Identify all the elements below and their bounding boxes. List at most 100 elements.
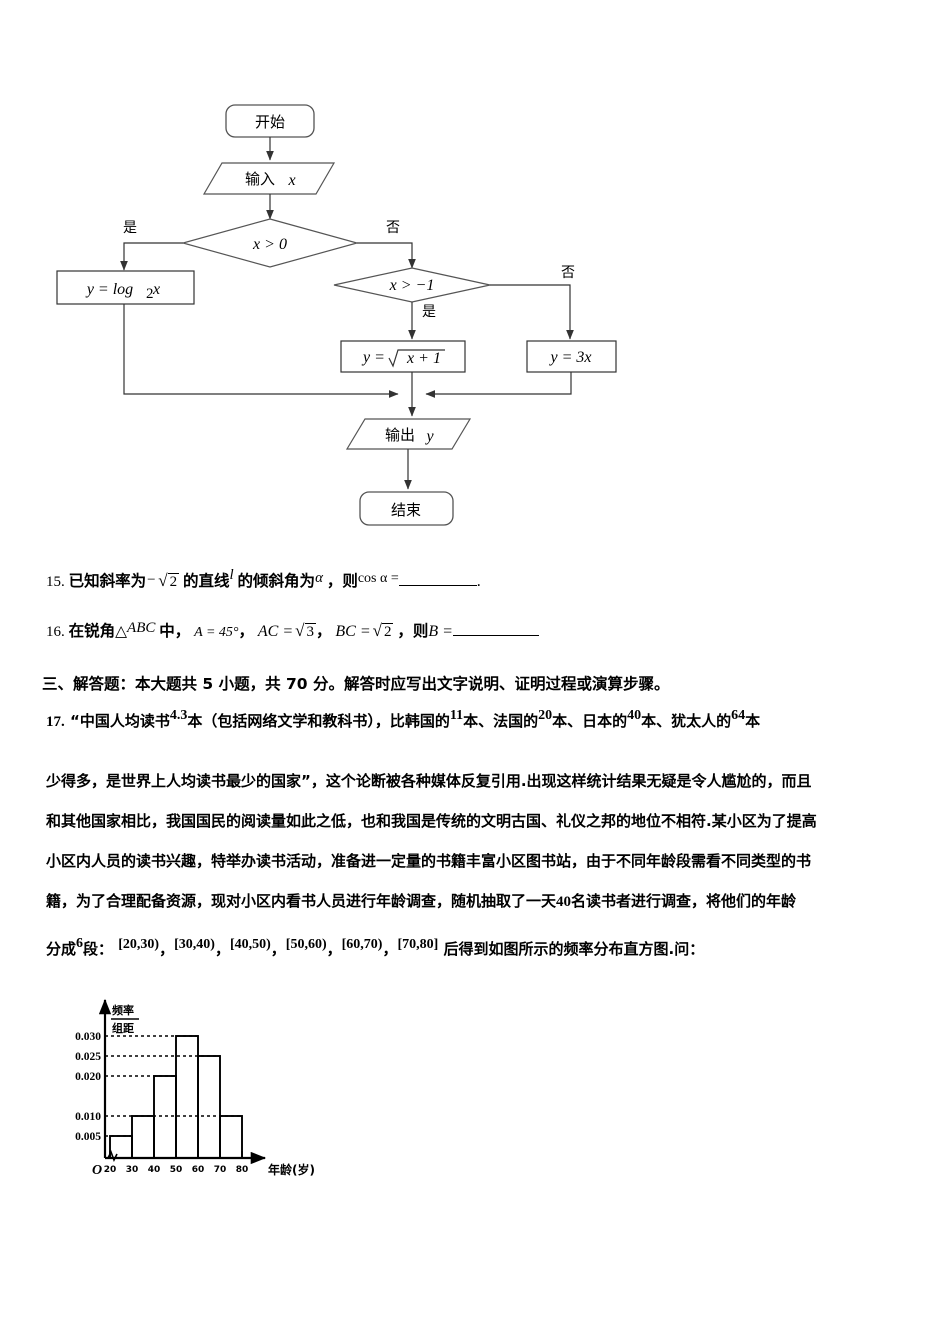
question-16-bc-radicand: 2 xyxy=(381,623,394,640)
flowchart-node-input: 输入 x xyxy=(202,162,336,195)
flowchart-node-end: 结束 xyxy=(359,491,454,526)
q17-books-japan: 40 xyxy=(627,708,642,723)
histogram-bars xyxy=(109,1035,243,1159)
histogram-xtick-3: 50 xyxy=(170,1165,183,1175)
q17-avg-books-china: 4.3 xyxy=(169,708,188,723)
flowchart-log-label: y = log xyxy=(85,281,133,298)
flowchart-node-log: y = log 2 x xyxy=(56,270,195,305)
q17-interval-4: [60,70) xyxy=(341,937,383,952)
flowchart-decision1-no-label: 否 xyxy=(386,221,400,236)
flowchart-figure: 开始 输入 x x > 0 是 否 y = log 2 x xyxy=(0,0,950,545)
q17-l1-a: “中国人均读书 xyxy=(69,712,170,730)
histogram-bar xyxy=(153,1075,177,1159)
question-15-text-4: ，则 xyxy=(326,572,358,590)
question-16-ac-radicand: 3 xyxy=(304,623,316,640)
question-15-text-2: 的直线 xyxy=(182,572,230,590)
q17-l1-b: 本（包括网络文学和教科书），比韩国的 xyxy=(187,712,450,730)
question-15-number: 15. xyxy=(46,574,65,590)
histogram-origin-label: O xyxy=(92,1163,102,1178)
question-17-line-3: 和其他国家相比，我国国民的阅读量如此之低，也和我国是传统的文明古国、礼仪之邦的地… xyxy=(46,812,817,830)
flowchart-node-decision-x-gt-0: x > 0 xyxy=(180,218,360,268)
histogram-ytick-4: 0.005 xyxy=(75,1131,101,1143)
histogram-ytick-1: 0.025 xyxy=(75,1051,101,1063)
question-15-angle-var: α xyxy=(315,570,323,586)
question-15-slope-sign: − xyxy=(146,572,157,588)
histogram-bar xyxy=(219,1115,243,1159)
q17-l6-tail: 后得到如图所示的频率分布直方图.问： xyxy=(443,940,705,958)
flowchart-decision2-label: x > −1 xyxy=(389,277,435,294)
question-17-line-2: 少得多，是世界上人均读书最少的国家”，这个论断被各种媒体反复引用.出现这样统计结… xyxy=(46,772,812,790)
question-15: 15. 已知斜率为−√2 的直线l 的倾斜角为α ，则cos α =. xyxy=(46,565,926,593)
histogram-ytick-0: 0.030 xyxy=(75,1031,101,1043)
question-15-slope-radical: √2 xyxy=(158,571,180,590)
flowchart-input-var: x xyxy=(287,172,295,189)
histogram-bar xyxy=(175,1035,199,1159)
flowchart-decision2-yes-label: 是 xyxy=(422,305,436,320)
histogram-y-denominator: 组距 xyxy=(112,1021,134,1035)
q17-books-jewish: 64 xyxy=(731,708,746,723)
question-16-triangle-vertices: ABC xyxy=(127,620,156,636)
histogram-x-axis-title: 年龄(岁) xyxy=(268,1162,315,1177)
histogram-xtick-2: 40 xyxy=(148,1165,161,1175)
flowchart-linear-label: y = 3x xyxy=(549,349,592,366)
q17-l5-a: 籍，为了合理配备资源，现对小区内看书人员进行年龄调查，随机抽取了一天 xyxy=(46,892,557,910)
q17-books-france: 20 xyxy=(538,708,553,723)
flowchart-end-label: 结束 xyxy=(391,502,421,519)
question-16-text-3: ，则 xyxy=(397,622,429,640)
question-15-text-1: 已知斜率为 xyxy=(68,572,147,590)
histogram-xtick-4: 60 xyxy=(192,1165,205,1175)
flowchart-node-sqrt: y = x + 1 xyxy=(340,340,466,373)
q17-books-korea: 11 xyxy=(449,708,464,723)
q17-interval-0: [20,30) xyxy=(118,937,160,952)
flowchart-node-output: 输出 y xyxy=(345,418,472,450)
histogram-y-axis-title: 频率 组距 xyxy=(111,1003,139,1035)
q17-interval-2: [40,50) xyxy=(229,937,271,952)
flowchart-decision1-label: x > 0 xyxy=(252,236,287,253)
flowchart-decision2-no-label: 否 xyxy=(561,266,575,281)
frequency-distribution-histogram: 频率 组距 O 0.030 0.025 0.020 0.010 0.005 xyxy=(50,978,350,1203)
question-15-tail: . xyxy=(476,573,481,590)
histogram-ytick-2: 0.020 xyxy=(75,1071,101,1083)
histogram-bar xyxy=(109,1135,133,1159)
q17-l1-c: 本、法国的 xyxy=(463,712,539,730)
flowchart-sqrt-lhs: y = xyxy=(361,349,385,366)
question-16-condition-ac-lhs: AC = xyxy=(257,623,294,640)
histogram-y-numerator: 频率 xyxy=(112,1003,134,1017)
question-15-answer-blank[interactable] xyxy=(398,572,477,586)
question-16-text-2: 中， xyxy=(159,622,191,640)
flowchart-start-label: 开始 xyxy=(255,114,285,131)
histogram-bar xyxy=(197,1055,221,1159)
question-16-condition-bc-lhs: BC = xyxy=(335,623,371,640)
histogram-xtick-1: 30 xyxy=(126,1165,139,1175)
flowchart-node-decision-x-gt-minus1: x > −1 xyxy=(333,267,491,303)
flowchart-node-start: 开始 xyxy=(225,104,315,138)
q17-group-count: 6 xyxy=(76,936,84,951)
flowchart-sqrt-radicand: x + 1 xyxy=(406,350,441,367)
q17-sample-size: 40 xyxy=(556,894,572,910)
q17-l5-b: 名读书者进行调查，将他们的年龄 xyxy=(571,892,797,910)
histogram-gridlines: 0.030 0.025 0.020 0.010 0.005 xyxy=(75,1031,242,1143)
histogram-xtick-5: 70 xyxy=(214,1165,227,1175)
question-16-text-1: 在锐角△ xyxy=(68,622,128,640)
q17-interval-1: [30,40) xyxy=(174,937,215,952)
question-17-line-6: 分成6段： [20,30)，[30,40)，[40,50)，[50,60)，[6… xyxy=(46,936,705,958)
histogram-xtick-0: 20 xyxy=(104,1165,117,1175)
flowchart-input-label: 输入 xyxy=(245,171,275,188)
question-15-text-3: 的倾斜角为 xyxy=(237,572,316,590)
question-17-number: 17. xyxy=(46,714,65,730)
question-16-answer-var: B = xyxy=(428,623,453,640)
question-15-line-var: l xyxy=(229,567,234,583)
question-15-slope-radicand: 2 xyxy=(167,573,180,590)
flowchart-log-var: x xyxy=(152,281,160,298)
question-16: 16. 在锐角△ABC 中， A = 45°， AC =√3， BC =√2 ，… xyxy=(46,618,926,643)
q17-l1-d: 本、日本的 xyxy=(552,712,628,730)
question-16-number: 16. xyxy=(46,624,65,640)
question-16-condition-a: A = 45° xyxy=(194,625,239,640)
question-15-expression: cos α = xyxy=(357,571,399,586)
histogram-x-ticks: 20 30 40 50 60 70 80 xyxy=(104,1151,248,1175)
question-16-answer-blank[interactable] xyxy=(452,622,539,636)
section-heading-3: 三、解答题：本大题共 5 小题，共 70 分。解答时应写出文字说明、证明过程或演… xyxy=(42,675,670,693)
flowchart-log-subscript: 2 xyxy=(146,286,154,302)
flowchart-decision1-yes-label: 是 xyxy=(123,221,137,236)
question-16-ac-radical: √3 xyxy=(295,621,316,640)
